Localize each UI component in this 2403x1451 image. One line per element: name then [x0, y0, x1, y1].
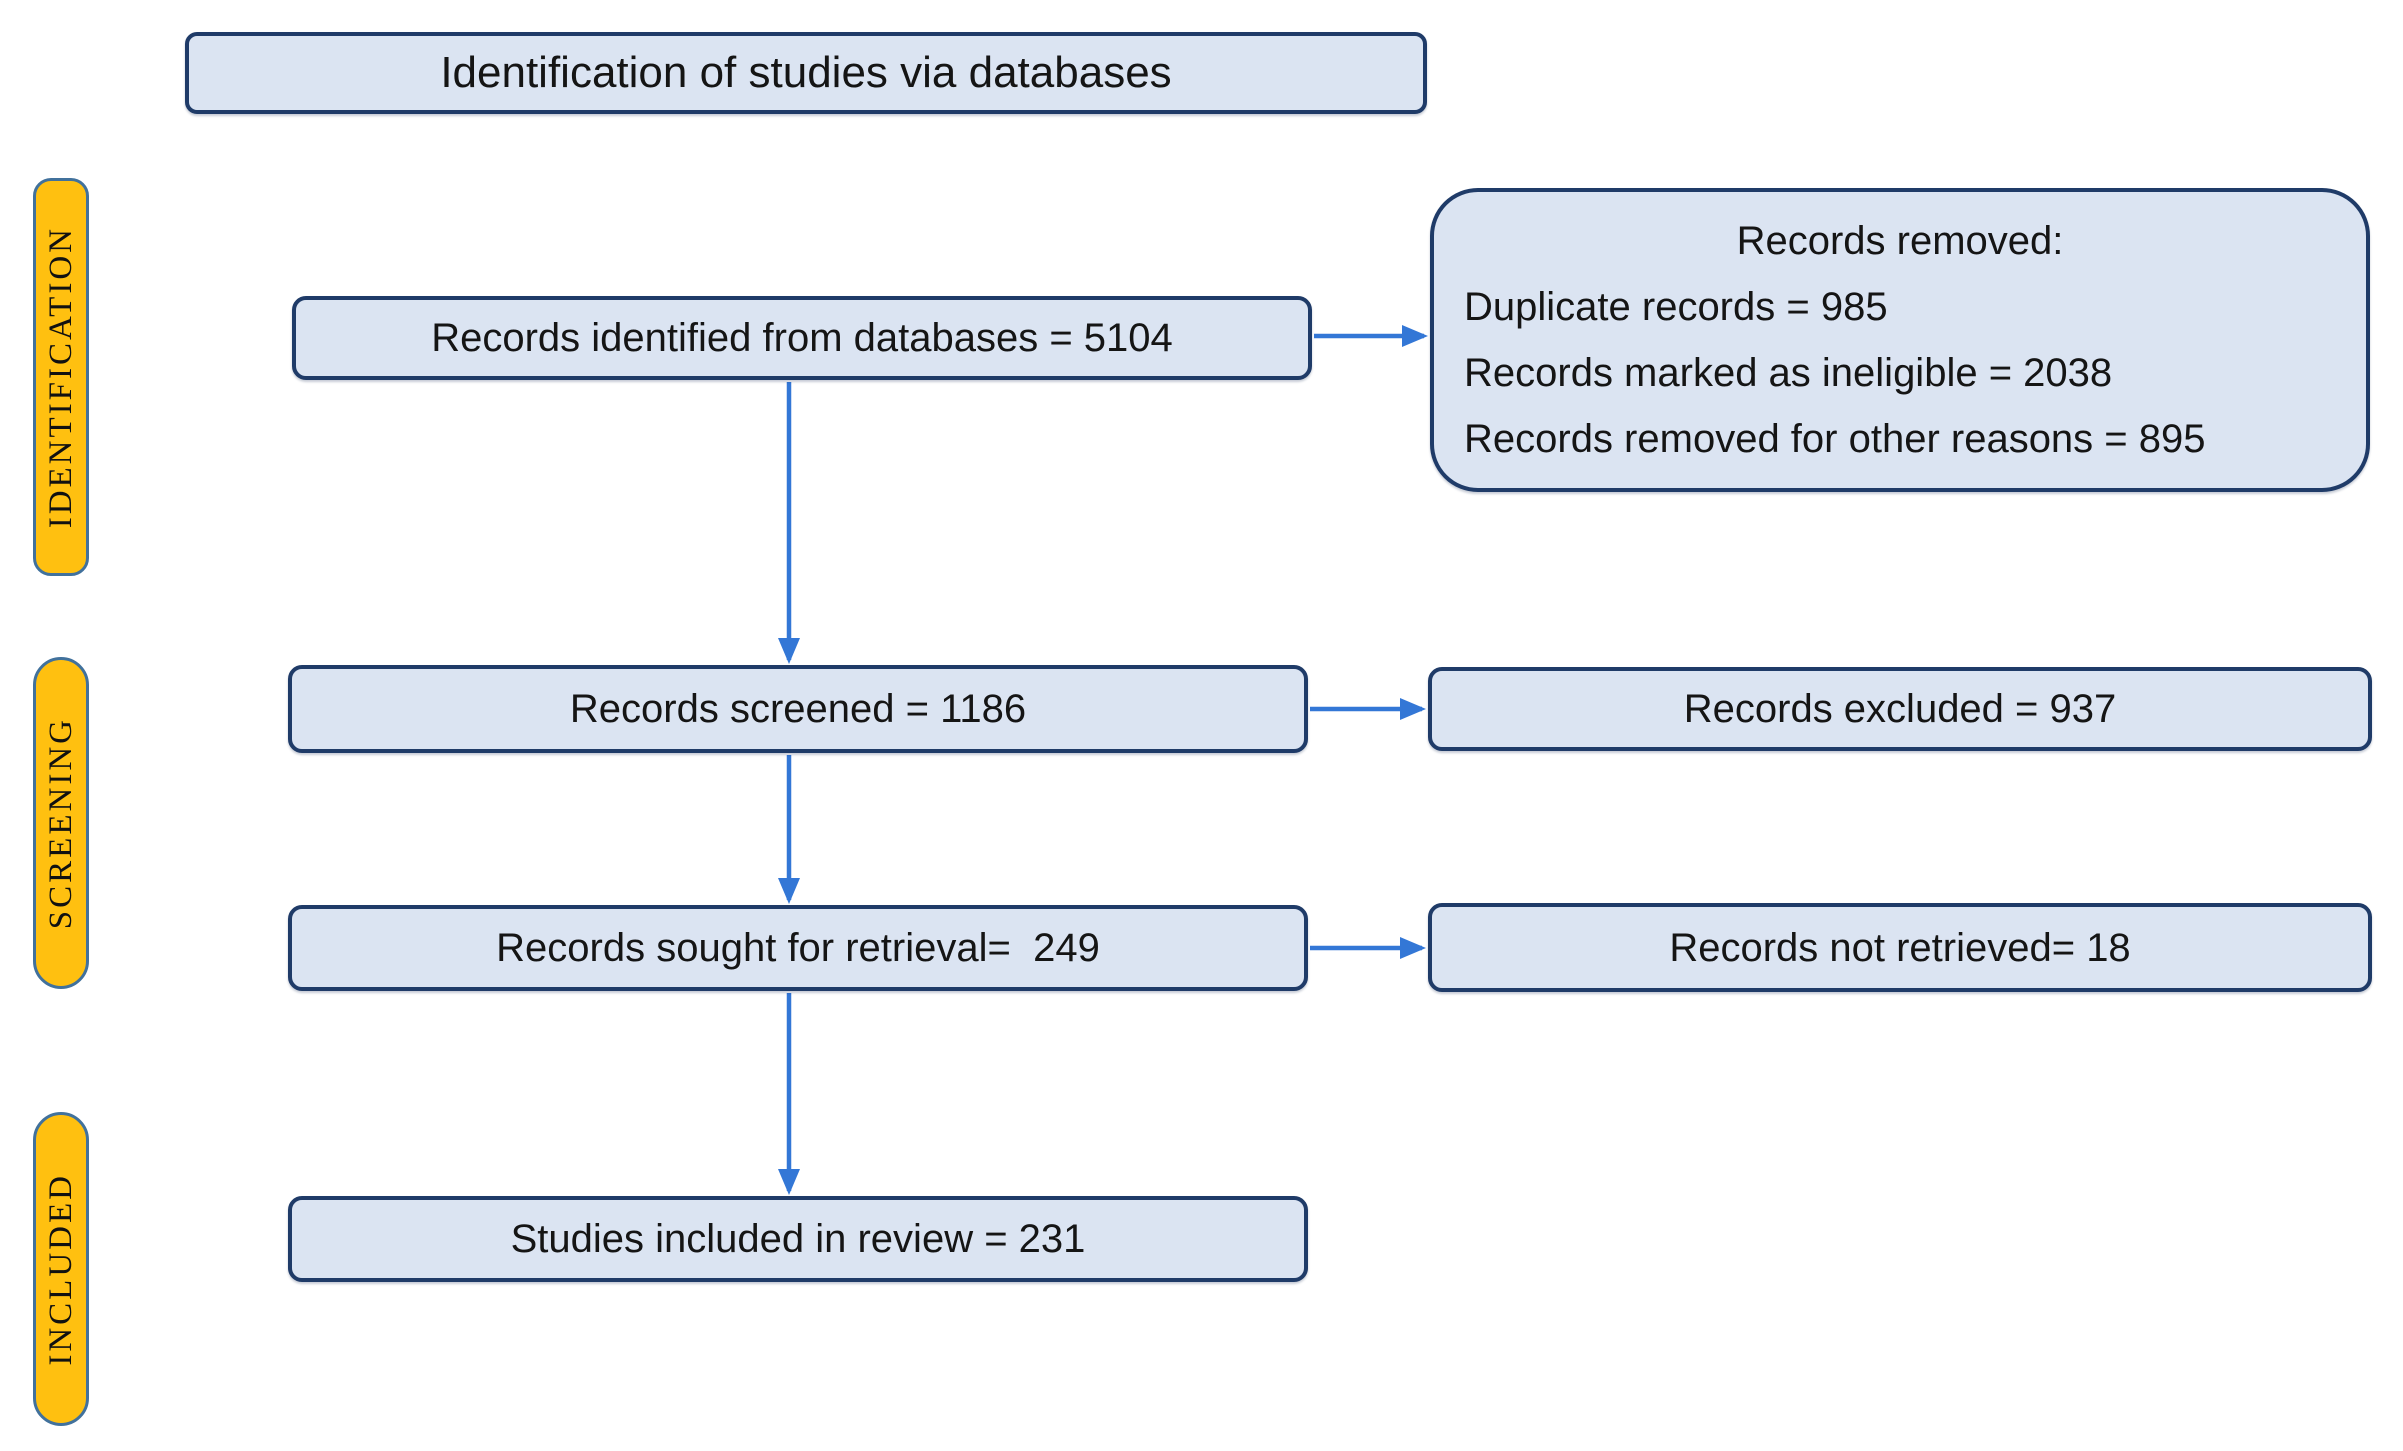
node-records-not-retrieved: Records not retrieved= 18	[1428, 903, 2372, 992]
node-records-sought-text: Records sought for retrieval= 249	[496, 926, 1100, 970]
node-records-identified-text: Records identified from databases = 5104	[431, 316, 1173, 360]
node-studies-included: Studies included in review = 231	[288, 1196, 1308, 1282]
node-records-not-retrieved-text: Records not retrieved= 18	[1669, 925, 2131, 970]
node-studies-included-text: Studies included in review = 231	[510, 1217, 1086, 1261]
node-records-screened-text: Records screened = 1186	[569, 687, 1027, 731]
diagram-title-box: Identification of studies via databases	[185, 32, 1427, 114]
node-records-identified: Records identified from databases = 5104	[292, 296, 1312, 380]
stage-label-included-text: INCLUDED	[42, 1172, 79, 1366]
node-records-excluded-text: Records excluded = 937	[1683, 687, 2117, 731]
node-records-sought: Records sought for retrieval= 249	[288, 905, 1308, 991]
stage-label-included: INCLUDED	[33, 1112, 89, 1426]
stage-label-screening: SCREENING	[33, 657, 89, 989]
node-records-removed-title: Records removed:	[1736, 219, 2064, 263]
node-removed-duplicates: Duplicate records = 985	[1464, 285, 1888, 329]
node-records-screened: Records screened = 1186	[288, 665, 1308, 753]
diagram-title: Identification of studies via databases	[440, 47, 1172, 97]
stage-label-identification-text: IDENTIFICATION	[42, 225, 79, 529]
node-removed-ineligible: Records marked as ineligible = 2038	[1464, 351, 2113, 395]
node-records-excluded: Records excluded = 937	[1428, 667, 2372, 751]
stage-label-identification: IDENTIFICATION	[33, 178, 89, 576]
stage-label-screening-text: SCREENING	[42, 716, 79, 930]
node-removed-other-reasons: Records removed for other reasons = 895	[1464, 417, 2206, 461]
node-records-removed: Records removed: Duplicate records = 985…	[1430, 188, 2370, 492]
